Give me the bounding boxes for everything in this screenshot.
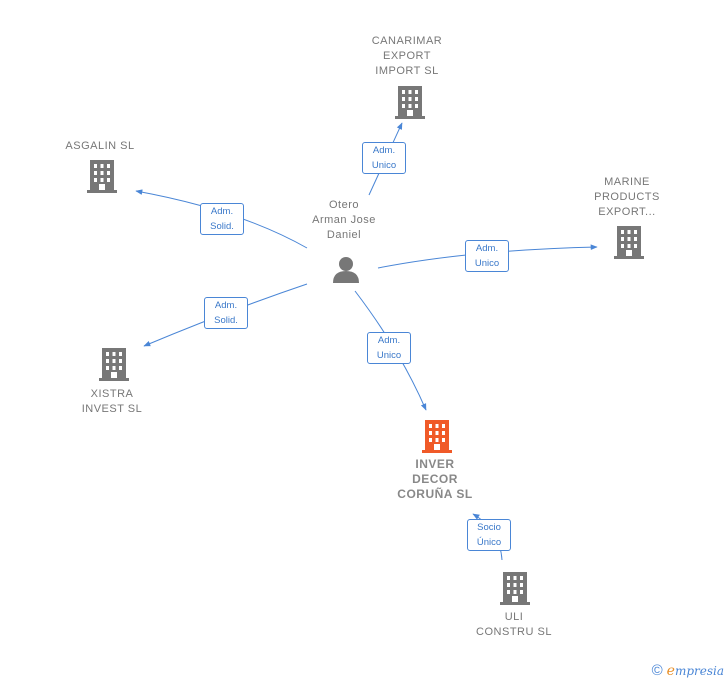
role-line: Solid. <box>210 221 234 232</box>
company-label-line: ULI <box>504 611 524 623</box>
company-label-line: ASGALIN SL <box>65 140 135 152</box>
role-line: Socio <box>477 522 501 533</box>
role-line: Único <box>476 537 502 548</box>
company-label-line: CORUÑA SL <box>397 487 473 501</box>
company-label-marine[interactable]: MARINE PRODUCTS EXPORT... <box>577 175 677 220</box>
building-icon[interactable] <box>394 84 426 120</box>
edge-label-inver[interactable]: Adm. Unico <box>367 332 411 364</box>
brand-initial: e <box>666 663 675 679</box>
person-icon[interactable] <box>331 254 361 284</box>
company-label-line: PRODUCTS <box>594 191 660 203</box>
person-label-line-1: Otero <box>328 199 359 211</box>
role-line: Adm. <box>377 335 401 346</box>
role-line: Adm. <box>475 243 499 254</box>
company-label-uli[interactable]: ULI CONSTRU SL <box>464 610 564 640</box>
edge-label-xistra[interactable]: Adm. Solid. <box>204 297 248 329</box>
company-label-line: CANARIMAR <box>371 35 443 47</box>
company-label-line: EXPORT... <box>598 206 656 218</box>
person-label-line-3: Daniel <box>326 229 362 241</box>
company-label-line: INVER <box>415 457 455 471</box>
brand-name: mpresia <box>674 664 724 678</box>
edge-label-uli[interactable]: Socio Único <box>467 519 511 551</box>
building-icon[interactable] <box>86 158 118 194</box>
company-label-line: CONSTRU SL <box>476 626 552 638</box>
building-icon-focus[interactable] <box>421 418 453 454</box>
company-label-xistra[interactable]: XISTRA INVEST SL <box>62 387 162 417</box>
building-icon[interactable] <box>499 570 531 606</box>
role-line: Adm. <box>210 206 234 217</box>
role-line: Adm. <box>214 300 238 311</box>
company-label-line: DECOR <box>412 472 458 486</box>
company-label-line: EXPORT <box>382 50 432 62</box>
brand-footer[interactable]: ©empresia <box>652 662 724 679</box>
role-line: Solid. <box>214 315 238 326</box>
edge-label-asgalin[interactable]: Adm. Solid. <box>200 203 244 235</box>
company-label-line: MARINE <box>604 176 650 188</box>
role-line: Unico <box>371 160 397 171</box>
role-line: Adm. <box>372 145 396 156</box>
person-label[interactable]: Otero Arman Jose Daniel <box>296 198 392 243</box>
company-label-line: XISTRA <box>90 388 134 400</box>
building-icon[interactable] <box>613 224 645 260</box>
company-label-asgalin[interactable]: ASGALIN SL <box>50 139 150 154</box>
company-label-canarimar[interactable]: CANARIMAR EXPORT IMPORT SL <box>357 34 457 79</box>
copyright-symbol: © <box>651 662 663 679</box>
role-line: Unico <box>474 258 500 269</box>
company-label-inver[interactable]: INVER DECOR CORUÑA SL <box>380 457 490 502</box>
company-label-line: INVEST SL <box>81 403 143 415</box>
building-icon[interactable] <box>98 346 130 382</box>
edge-label-marine[interactable]: Adm. Unico <box>465 240 509 272</box>
company-label-line: IMPORT SL <box>375 65 439 77</box>
person-label-line-2: Arman Jose <box>312 214 376 226</box>
edge-label-canarimar[interactable]: Adm. Unico <box>362 142 406 174</box>
role-line: Unico <box>376 350 402 361</box>
